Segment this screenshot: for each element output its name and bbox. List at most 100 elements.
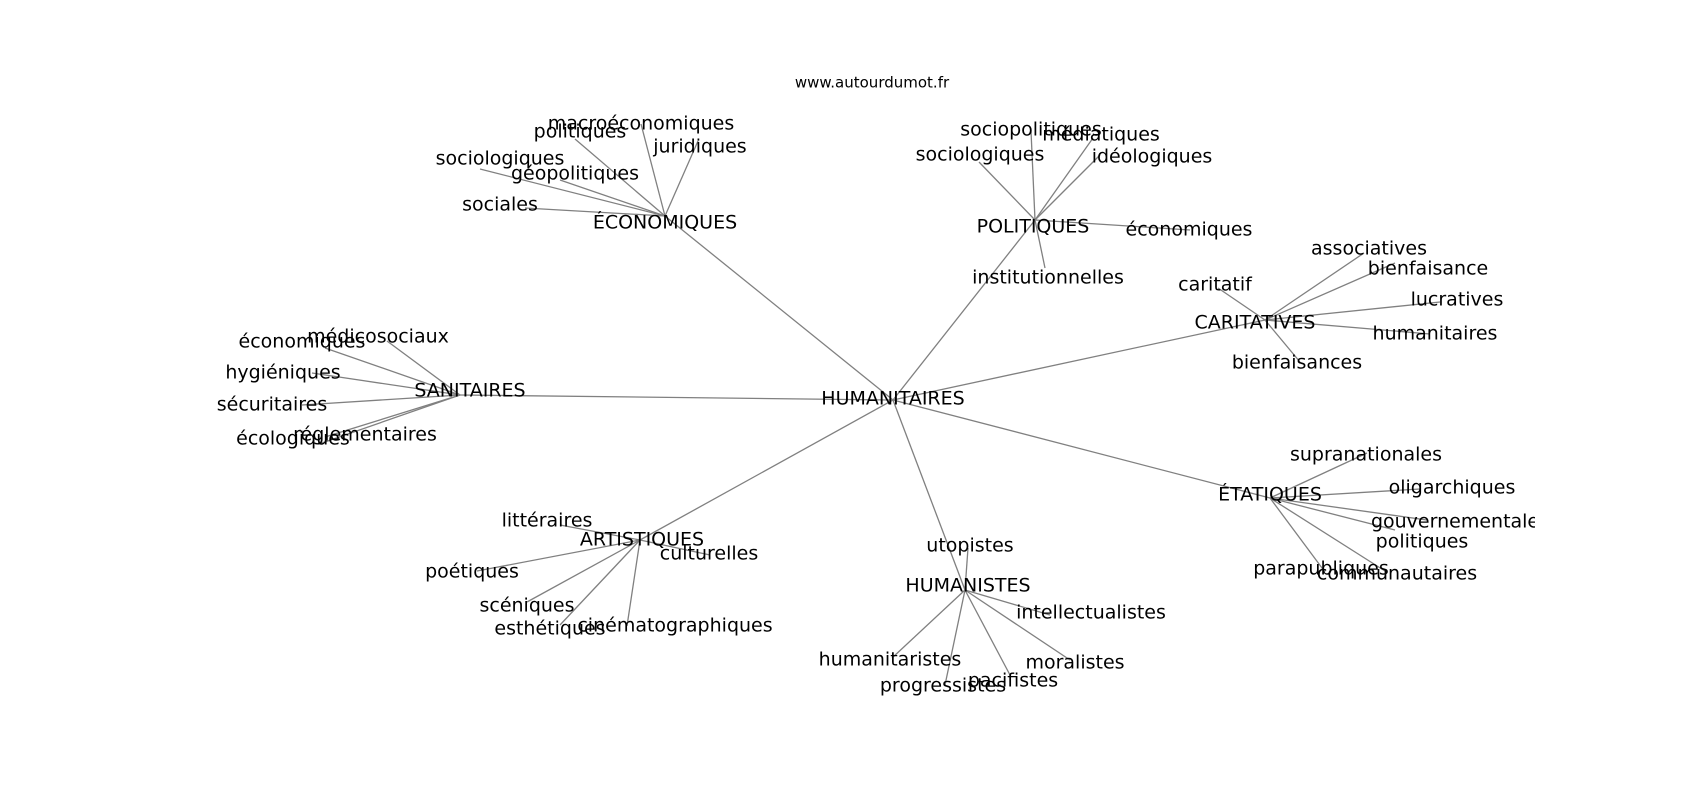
leaf-node-label: idéologiques: [1092, 146, 1213, 168]
leaf-node-label: oligarchiques: [1389, 477, 1516, 499]
edge-hub-to-leaf: [1269, 497, 1396, 531]
edge-hub-to-leaf: [891, 589, 966, 659]
edges: [301, 123, 1441, 686]
edge-hub-to-leaf: [1264, 262, 1396, 321]
edge-hub-to-leaf: [1264, 319, 1301, 363]
edge-hub-to-leaf: [386, 340, 461, 396]
leaf-node-label: intellectualistes: [1016, 602, 1166, 624]
edge-center-to-hub: [892, 399, 1271, 499]
leaf-node-label: réglementaires: [293, 424, 437, 446]
node-labels: macroéconomiquespolitiquesjuridiquessoci…: [217, 113, 1549, 697]
leaf-node-label: associatives: [1311, 238, 1427, 260]
leaf-node-label: culturelles: [660, 543, 759, 565]
leaf-node-label: progressistes: [880, 675, 1006, 697]
edge-hub-to-leaf: [559, 524, 641, 541]
leaf-node-label: humanitaires: [1373, 323, 1498, 345]
edge-center-to-hub: [459, 394, 894, 401]
edge-hub-to-leaf: [964, 589, 1071, 661]
edge-hub-to-leaf: [524, 207, 666, 217]
edge-hub-to-leaf: [311, 372, 461, 396]
leaf-node-label: sociales: [462, 194, 538, 216]
leaf-node-label: utopistes: [926, 535, 1013, 557]
leaf-node-label: gouvernementales: [1371, 511, 1549, 533]
leaf-node-label: médiatiques: [1042, 124, 1160, 146]
watermark: www.autourdumot.fr: [795, 74, 950, 92]
edge-hub-to-leaf: [1264, 252, 1365, 321]
edge-hub-to-leaf: [574, 138, 666, 217]
edge-hub-to-leaf: [664, 140, 699, 217]
hub-node-label: HUMANISTES: [905, 575, 1030, 597]
leaf-node-label: sociologiques: [436, 148, 565, 170]
leaf-node-label: humanitaristes: [819, 649, 962, 671]
edge-hub-to-leaf: [639, 539, 711, 556]
leaf-node-label: moralistes: [1025, 652, 1124, 674]
edge-hub-to-leaf: [1034, 219, 1191, 231]
leaf-node-label: communautaires: [1317, 563, 1477, 585]
edge-center-to-hub: [892, 219, 1036, 401]
leaf-node-label: juridiques: [652, 136, 746, 158]
hub-node-label: ÉCONOMIQUES: [593, 211, 737, 234]
hub-node-label: SANITAIRES: [414, 380, 525, 402]
edge-hub-to-leaf: [301, 394, 461, 406]
edge-hub-to-leaf: [324, 347, 461, 396]
leaf-node-label: sociologiques: [916, 144, 1045, 166]
leaf-node-label: cinématographiques: [577, 615, 772, 637]
center-node-label: HUMANITAIRES: [821, 388, 964, 410]
edge-hub-to-leaf: [964, 589, 1051, 616]
edge-hub-to-leaf: [1264, 319, 1431, 335]
edge-hub-to-leaf: [964, 547, 969, 591]
edge-hub-to-leaf: [1269, 452, 1368, 499]
edge-hub-to-leaf: [1269, 488, 1421, 499]
edge-hub-to-leaf: [559, 179, 666, 217]
edge-hub-to-leaf: [526, 539, 641, 603]
leaf-node-label: institutionnelles: [972, 267, 1124, 289]
edge-center-to-hub: [892, 399, 966, 591]
edge-hub-to-leaf: [1030, 130, 1036, 221]
leaf-node-label: sociopolitiques: [960, 119, 1102, 141]
leaf-node-label: macroéconomiques: [548, 113, 735, 135]
leaf-node-label: poétiques: [425, 561, 519, 583]
leaf-node-label: écologiques: [236, 428, 350, 450]
leaf-node-label: politiques: [534, 121, 627, 143]
leaf-node-label: parapubliques: [1253, 558, 1389, 580]
edge-hub-to-leaf: [1034, 219, 1046, 269]
edge-hub-to-leaf: [1269, 497, 1386, 572]
hub-node-label: POLITIQUES: [977, 216, 1090, 238]
edge-hub-to-leaf: [964, 589, 1011, 676]
edge-hub-to-leaf: [1264, 301, 1441, 321]
edge-hub-to-leaf: [1269, 497, 1326, 573]
leaf-node-label: médicosociaux: [307, 326, 449, 348]
edge-hub-to-leaf: [321, 394, 461, 444]
leaf-node-label: scéniques: [479, 595, 574, 617]
leaf-node-label: économiques: [1126, 219, 1253, 241]
edge-hub-to-leaf: [640, 123, 666, 217]
edge-hub-to-leaf: [324, 394, 461, 438]
edge-center-to-hub: [639, 399, 894, 541]
leaf-node-label: littéraires: [502, 510, 593, 532]
edge-center-to-hub: [664, 215, 894, 401]
edge-hub-to-leaf: [479, 168, 666, 217]
leaf-node-label: bienfaisance: [1368, 258, 1488, 280]
leaf-node-label: lucratives: [1411, 289, 1504, 311]
edge-hub-to-leaf: [944, 589, 966, 686]
edge-hub-to-leaf: [1034, 154, 1101, 221]
leaf-node-label: supranationales: [1290, 444, 1442, 466]
edge-hub-to-leaf: [1269, 497, 1428, 521]
leaf-node-label: sécuritaires: [217, 394, 328, 416]
edge-center-to-hub: [892, 319, 1266, 401]
leaf-node-label: politiques: [1376, 531, 1469, 553]
edge-hub-to-leaf: [978, 161, 1036, 221]
leaf-node-label: bienfaisances: [1232, 352, 1362, 374]
leaf-node-label: économiques: [239, 331, 366, 353]
edge-hub-to-leaf: [1034, 137, 1094, 221]
edge-hub-to-leaf: [476, 539, 641, 572]
edge-hub-to-leaf: [559, 539, 641, 626]
edge-hub-to-leaf: [1217, 287, 1266, 321]
leaf-node-label: caritatif: [1178, 274, 1253, 296]
leaf-node-label: pacifistes: [968, 670, 1058, 692]
leaf-node-label: géopolitiques: [511, 163, 639, 185]
leaf-node-label: esthétiques: [494, 618, 605, 640]
hub-node-label: ARTISTIQUES: [580, 529, 704, 551]
hub-node-label: CARITATIVES: [1195, 312, 1316, 334]
